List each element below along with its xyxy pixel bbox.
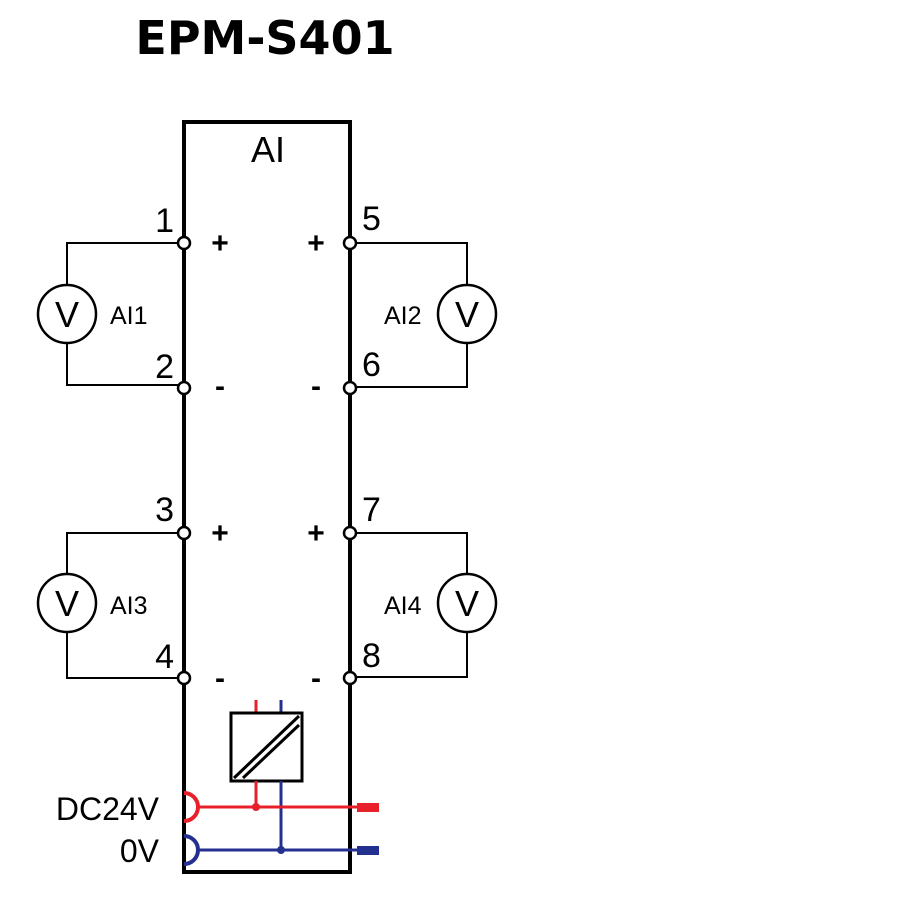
minus-sign: - — [215, 662, 225, 695]
plus-sign: + — [211, 227, 229, 260]
supply-label: DC24V — [56, 791, 160, 827]
voltmeter-icon — [36, 572, 98, 634]
channel-ai1: V AI1 — [36, 242, 184, 386]
voltmeter-icon — [436, 572, 498, 634]
terminal-4-icon — [176, 670, 192, 686]
minus-sign: - — [311, 662, 321, 695]
terminal-6-icon — [342, 380, 358, 396]
channel-ai2: V AI2 — [350, 242, 498, 388]
meter-symbol: V — [455, 583, 479, 624]
channel-ai4: V AI4 — [350, 532, 498, 678]
terminal-number-1: 1 — [155, 202, 174, 240]
terminal-8-icon — [342, 670, 358, 686]
terminal-number-5: 5 — [362, 200, 381, 238]
voltmeter-icon — [36, 283, 98, 345]
channel-label: AI2 — [384, 302, 422, 330]
terminal-5-icon — [342, 235, 358, 251]
diagram-title: EPM-S401 — [135, 11, 394, 65]
plus-sign: + — [307, 517, 325, 550]
voltmeter-icon — [436, 283, 498, 345]
terminal-1-icon — [176, 235, 192, 251]
terminal-number-7: 7 — [362, 491, 381, 529]
plus-sign: + — [307, 227, 325, 260]
meter-symbol: V — [55, 583, 79, 624]
terminal-2-icon — [176, 380, 192, 396]
ground-label: 0V — [120, 833, 160, 869]
meter-symbol: V — [455, 294, 479, 335]
terminal-points — [176, 235, 358, 686]
ground-line — [183, 834, 379, 866]
terminal-number-6: 6 — [362, 346, 381, 384]
channel-label: AI1 — [110, 302, 148, 330]
terminal-7-icon — [342, 525, 358, 541]
terminal-number-4: 4 — [155, 638, 174, 676]
terminal-number-8: 8 — [362, 637, 381, 675]
terminal-3-icon — [176, 525, 192, 541]
terminal-number-2: 2 — [155, 348, 174, 386]
minus-sign: - — [311, 370, 321, 403]
module-label: AI — [251, 129, 285, 170]
supply-line — [183, 791, 379, 823]
minus-sign: - — [215, 370, 225, 403]
channel-ai3: V AI3 — [36, 532, 184, 679]
module-body — [182, 120, 352, 874]
channel-label: AI3 — [110, 592, 148, 620]
power-converter — [229, 700, 304, 850]
terminal-number-3: 3 — [155, 491, 174, 529]
channel-label: AI4 — [384, 592, 422, 620]
plus-sign: + — [211, 517, 229, 550]
meter-symbol: V — [55, 294, 79, 335]
